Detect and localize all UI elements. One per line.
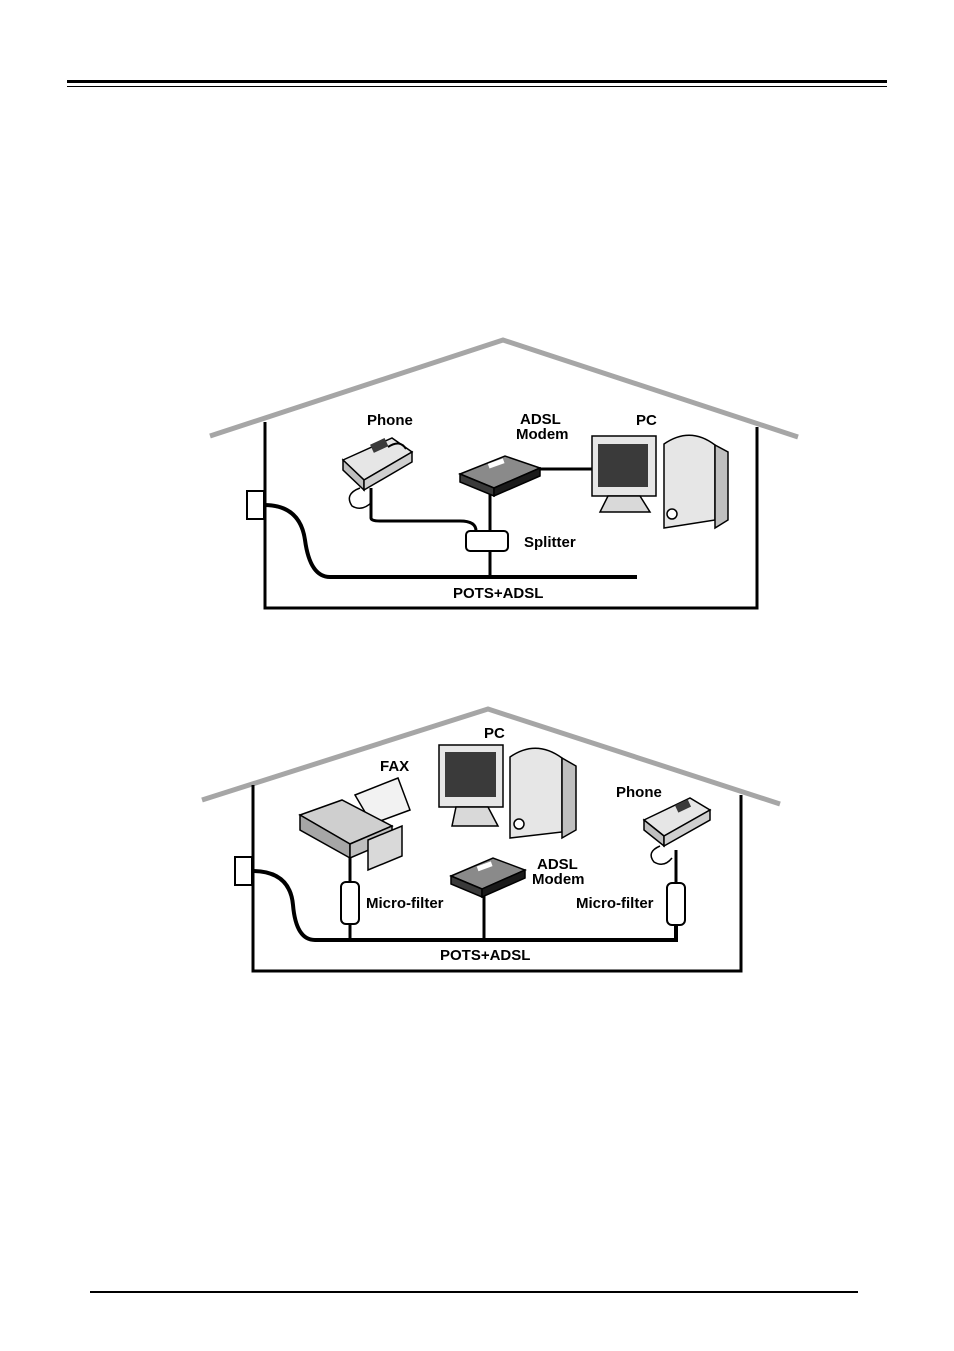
label-micro-filter-left: Micro-filter [366,895,444,912]
label-modem: Modem [532,871,585,888]
microfilter-installation-diagram: PC FAX Phone ADSL Modem Micro-filter Mic… [201,706,781,973]
label-adsl: ADSL [537,856,578,873]
label-phone: Phone [616,784,662,801]
footer-rule [90,1291,858,1293]
adsl-modem-icon [458,455,543,498]
phone-wire [369,488,478,532]
label-splitter: Splitter [524,534,576,551]
micro-filter-box-right [666,882,686,926]
computer-icon [591,434,729,530]
label-fax: FAX [380,758,409,775]
computer-icon [438,744,577,840]
splitter-installation-diagram: Phone ADSL Modem PC Splitter POTS+ADSL [209,337,799,610]
telephone-icon [341,437,414,509]
wall-jack [246,490,265,520]
wall-jack [234,856,253,886]
header-rule-thin [67,86,887,87]
house-roof [201,706,781,807]
splitter-box [465,530,509,552]
label-adsl: ADSL [520,411,561,428]
telephone-icon [642,797,712,865]
micro-filter-box-left [340,881,360,925]
house-roof [209,337,799,440]
label-pc: PC [636,412,657,429]
pots-adsl-wire [263,503,637,579]
fax-icon [298,777,411,872]
label-pc: PC [484,725,505,742]
label-pots-adsl: POTS+ADSL [453,585,543,602]
adsl-modem-icon [449,857,527,899]
label-pots-adsl: POTS+ADSL [440,947,530,964]
header-rule-thick [67,80,887,83]
label-phone: Phone [367,412,413,429]
pots-adsl-wire [251,869,678,942]
label-micro-filter-right: Micro-filter [576,895,654,912]
label-modem: Modem [516,426,569,443]
